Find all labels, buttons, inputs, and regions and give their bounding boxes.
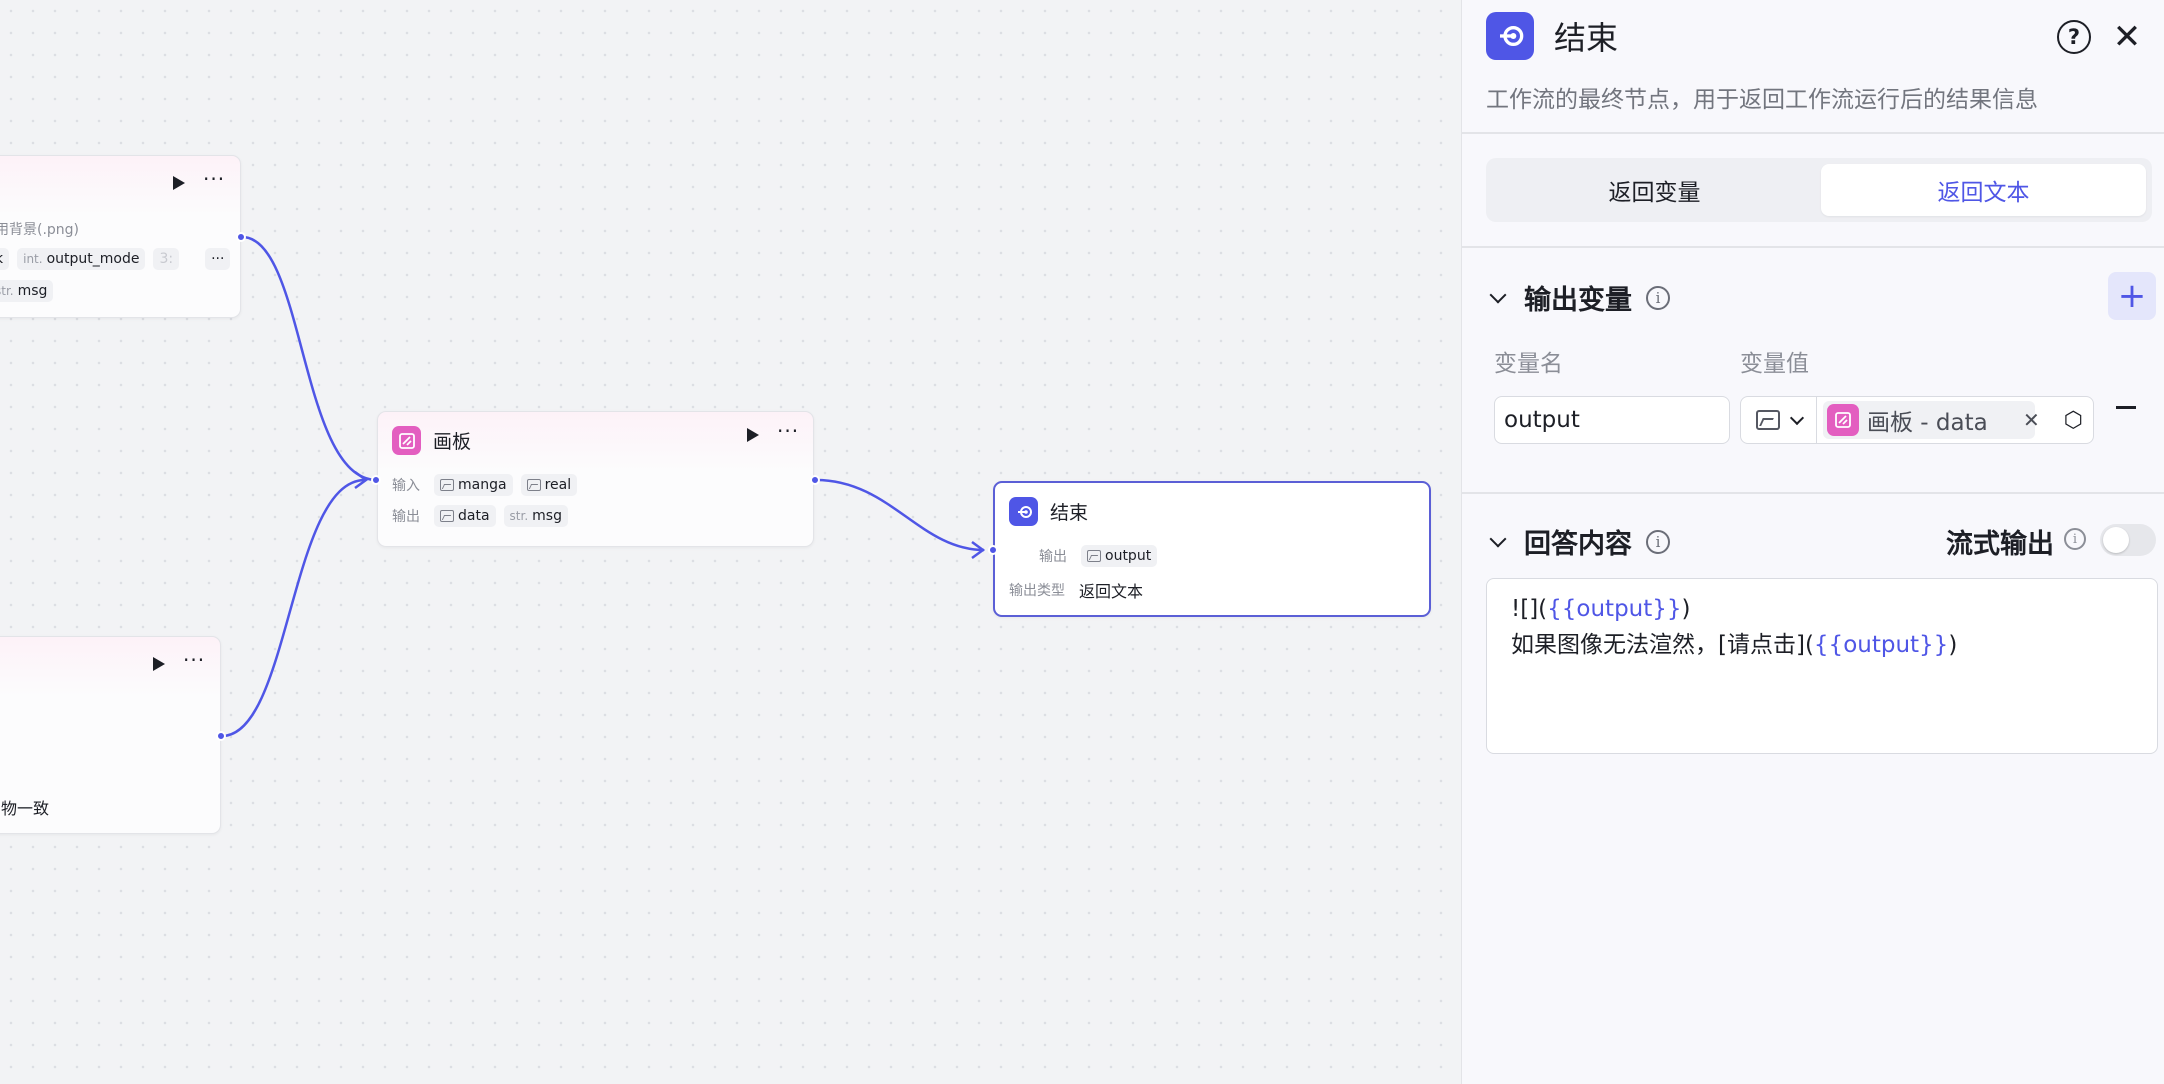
ref-node-name: 画板 — [1867, 410, 1913, 436]
node-config-panel: 结束 ? ✕ 工作流的最终节点，用于返回工作流运行后的结果信息 返回变量 返回文… — [1461, 0, 2164, 1084]
run-icon[interactable] — [747, 428, 759, 442]
output-port[interactable] — [236, 232, 246, 242]
board-icon — [1827, 404, 1859, 436]
more-icon[interactable]: ··· — [183, 648, 206, 672]
image-icon — [1755, 410, 1780, 430]
variable-value-field[interactable]: 画板 - data ✕ ⬡ — [1740, 396, 2094, 444]
image-icon — [440, 510, 454, 522]
answer-content-editor[interactable]: ![]({{output}}) 如果图像无法渲然，[请点击]({{output}… — [1486, 578, 2158, 754]
input-label: 输入 — [392, 478, 420, 494]
board-icon — [392, 426, 421, 455]
section-title: 回答内容 — [1524, 529, 1632, 560]
output-label: 输出 — [1039, 549, 1067, 565]
variable-reference: {{output}} — [1547, 596, 1682, 622]
end-icon — [1486, 12, 1534, 60]
remove-variable-button[interactable] — [2116, 406, 2136, 409]
image-icon — [526, 479, 541, 491]
output-port[interactable] — [216, 731, 226, 741]
param-tag: int.output_mode — [17, 248, 146, 270]
chevron-down-icon[interactable] — [1489, 530, 1507, 547]
section-title: 输出变量 — [1524, 285, 1632, 316]
stream-output-label: 流式输出 — [1946, 529, 2054, 560]
info-icon[interactable]: i — [1646, 285, 1670, 310]
output-section-header[interactable]: 输出变量 i — [1489, 278, 1670, 317]
node-description: 物一致 — [1, 799, 50, 818]
close-icon[interactable]: ✕ — [2023, 408, 2040, 432]
answer-section-header[interactable]: 回答内容 i — [1489, 522, 1670, 561]
more-params-button[interactable]: ··· — [205, 248, 231, 270]
output-label: 输出 — [392, 509, 420, 525]
variable-reference: {{output}} — [1813, 632, 1949, 658]
output-tag: output — [1081, 545, 1158, 567]
hexagon-icon[interactable]: ⬡ — [2063, 407, 2083, 433]
run-icon[interactable] — [173, 176, 185, 190]
ref-field-name: data — [1935, 410, 1988, 436]
answer-line: 如果图像无法渲然，[请点击]({{output}}) — [1511, 632, 1958, 658]
output-type-label: 输出类型 — [1009, 583, 1065, 599]
image-icon — [440, 479, 454, 491]
add-variable-button[interactable]: + — [2108, 272, 2156, 320]
workflow-node-end[interactable]: 结束 输出 output 输出类型 返回文本 — [993, 481, 1431, 617]
panel-description: 工作流的最终节点，用于返回工作流运行后的结果信息 — [1486, 87, 2038, 113]
output-tag: str.msg — [503, 505, 568, 527]
return-mode-tabs: 返回变量 返回文本 — [1486, 158, 2152, 222]
end-icon — [1009, 497, 1038, 526]
variable-reference-chip[interactable]: 画板 - data — [1823, 401, 2035, 439]
tab-return-variable[interactable]: 返回变量 — [1608, 180, 1701, 206]
image-icon — [1087, 550, 1101, 562]
input-tag: manga — [434, 474, 513, 496]
input-tag: real — [520, 474, 578, 496]
output-type-value: 返回文本 — [1079, 582, 1144, 601]
input-port[interactable] — [988, 545, 998, 555]
divider — [1462, 132, 2164, 134]
column-label-name: 变量名 — [1494, 351, 1563, 377]
chevron-down-icon — [1789, 410, 1804, 425]
edge-arrow-board — [354, 470, 369, 490]
divider — [1462, 492, 2164, 494]
chevron-down-icon[interactable] — [1489, 286, 1507, 303]
more-icon[interactable]: ··· — [777, 419, 800, 443]
node-title: 画板 — [433, 431, 472, 453]
variable-name-input[interactable]: output — [1494, 396, 1730, 444]
tab-return-text[interactable]: 返回文本 — [1821, 164, 2146, 216]
param-tag: k — [0, 248, 10, 270]
input-port[interactable] — [371, 475, 381, 485]
workflow-canvas[interactable]: ··· 用背景(.png) k int.output_mode 3: ··· s… — [0, 0, 1461, 1084]
info-icon[interactable]: i — [2064, 528, 2086, 550]
divider — [1462, 246, 2164, 248]
param-tag-faded: 3: — [153, 248, 180, 270]
workflow-node-partial-top[interactable]: ··· 用背景(.png) k int.output_mode 3: ··· s… — [0, 155, 241, 318]
workflow-node-partial-bottom[interactable]: ··· 物一致 — [0, 636, 221, 834]
info-icon[interactable]: i — [1646, 529, 1670, 554]
edge-arrow-end — [971, 540, 986, 560]
output-port[interactable] — [810, 475, 820, 485]
run-icon[interactable] — [153, 657, 165, 671]
column-label-value: 变量值 — [1740, 351, 1809, 377]
stream-output-toggle[interactable] — [2100, 524, 2156, 556]
panel-title: 结束 — [1554, 19, 1619, 57]
output-tag: str.msg — [0, 280, 54, 302]
ref-separator: - — [1913, 410, 1936, 436]
node-title: 结束 — [1050, 502, 1089, 524]
edge-board-to-end — [815, 478, 985, 552]
close-icon[interactable]: ✕ — [2112, 17, 2142, 57]
node-description: 用背景(.png) — [0, 222, 80, 238]
help-icon[interactable]: ? — [2057, 20, 2091, 54]
type-select[interactable] — [1741, 397, 1817, 443]
edge-top-to-board — [241, 235, 378, 482]
answer-line: ![]({{output}}) — [1511, 596, 1691, 622]
output-tag: data — [434, 505, 496, 527]
edge-bottom-to-board — [221, 478, 366, 738]
more-icon[interactable]: ··· — [203, 167, 226, 191]
workflow-node-board[interactable]: 画板 ··· 输入 manga real 输出 data str.msg — [377, 411, 814, 547]
